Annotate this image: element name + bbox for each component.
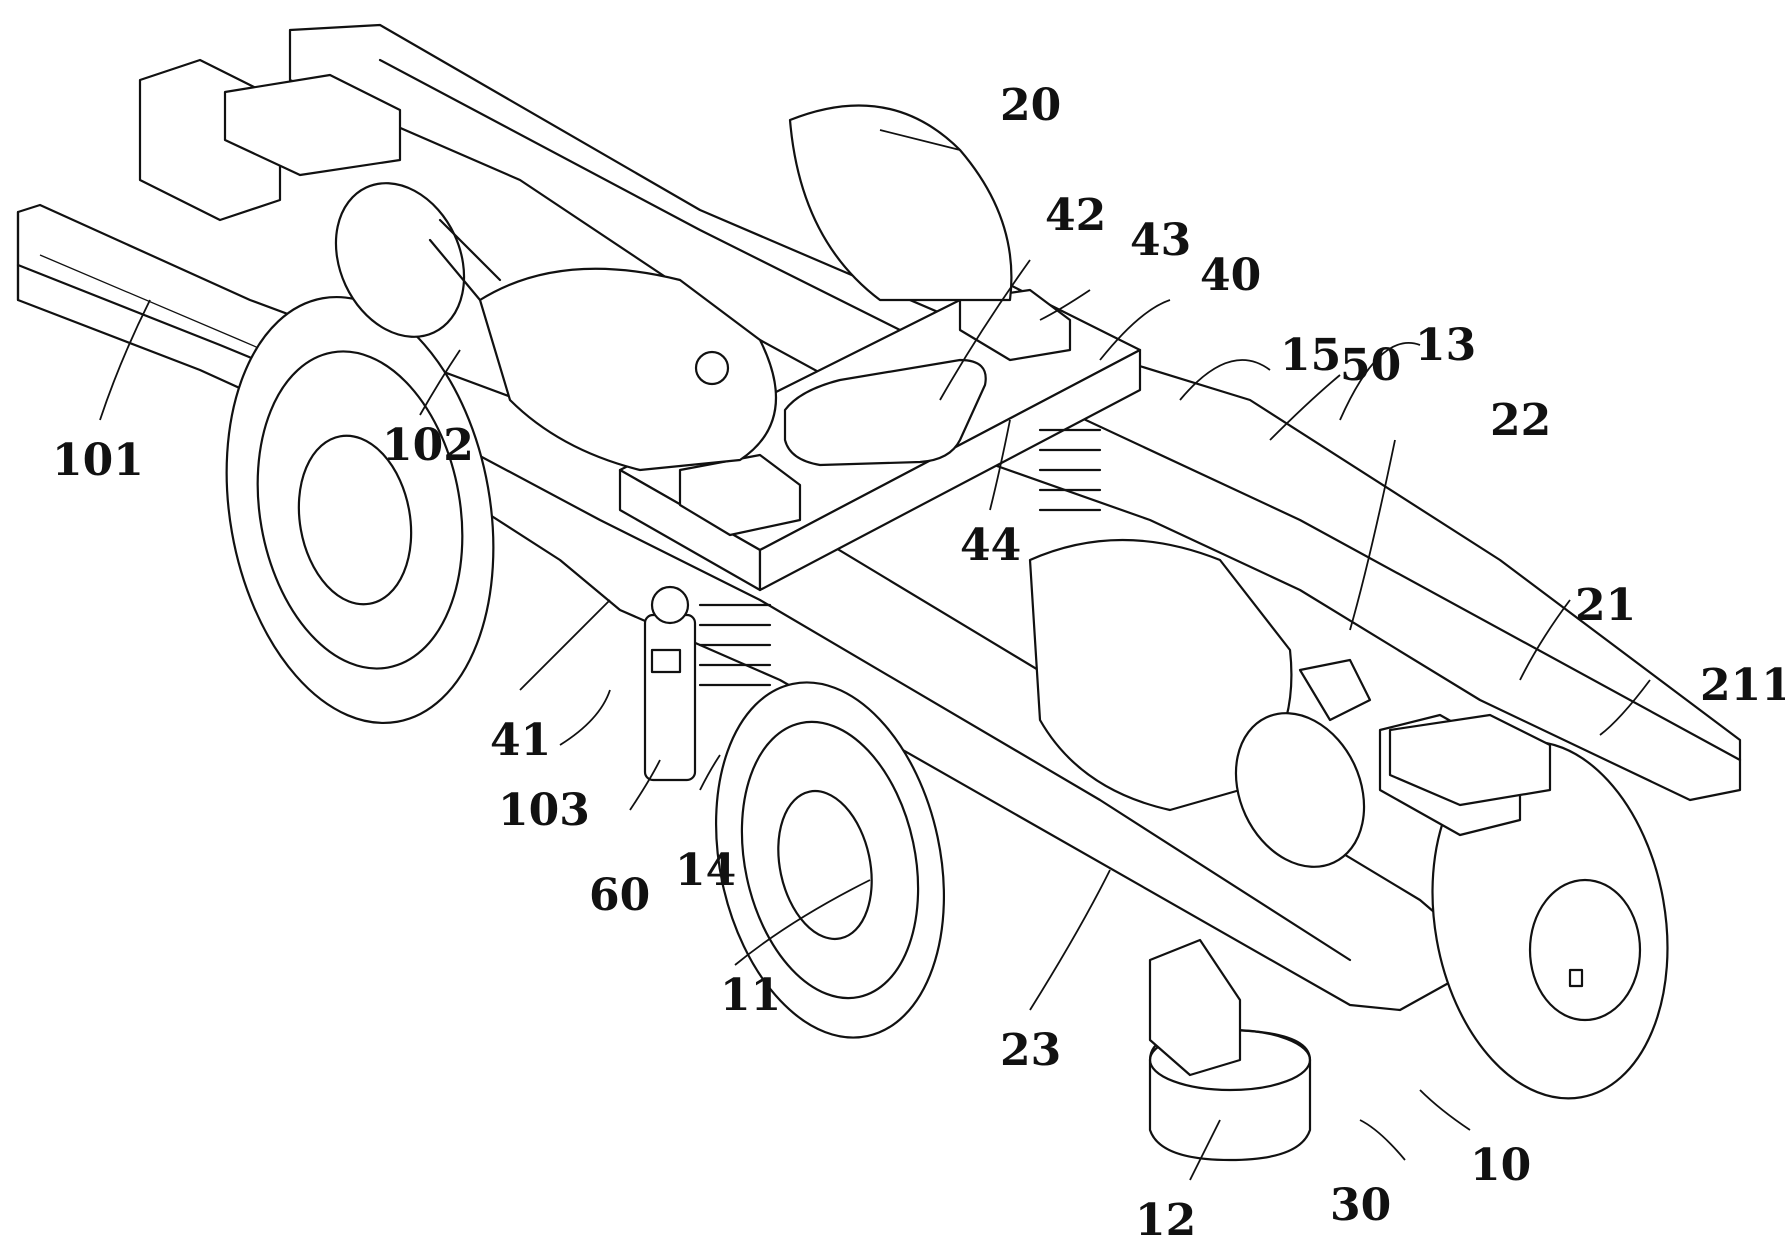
label-14: 14 — [675, 845, 736, 896]
label-42: 42 — [1045, 190, 1106, 241]
label-211: 211 — [1700, 660, 1785, 711]
label-101: 101 — [52, 435, 144, 486]
label-103: 103 — [498, 785, 590, 836]
label-23: 23 — [1000, 1025, 1061, 1076]
label-13: 13 — [1415, 320, 1476, 371]
label-50: 50 — [1340, 340, 1401, 391]
label-12: 12 — [1135, 1195, 1196, 1245]
label-43: 43 — [1130, 215, 1191, 266]
label-22: 22 — [1490, 395, 1551, 446]
label-102: 102 — [382, 420, 474, 471]
label-30: 30 — [1330, 1180, 1391, 1231]
label-21: 21 — [1575, 580, 1636, 631]
guide-wheel — [1150, 940, 1310, 1160]
label-20: 20 — [1000, 80, 1061, 131]
label-41: 41 — [490, 715, 551, 766]
label-44: 44 — [960, 520, 1021, 571]
label-10: 10 — [1470, 1140, 1531, 1191]
label-15: 15 — [1280, 330, 1341, 381]
label-11: 11 — [720, 970, 781, 1021]
label-60: 60 — [589, 870, 650, 921]
label-40: 40 — [1200, 250, 1261, 301]
damper — [645, 587, 695, 780]
